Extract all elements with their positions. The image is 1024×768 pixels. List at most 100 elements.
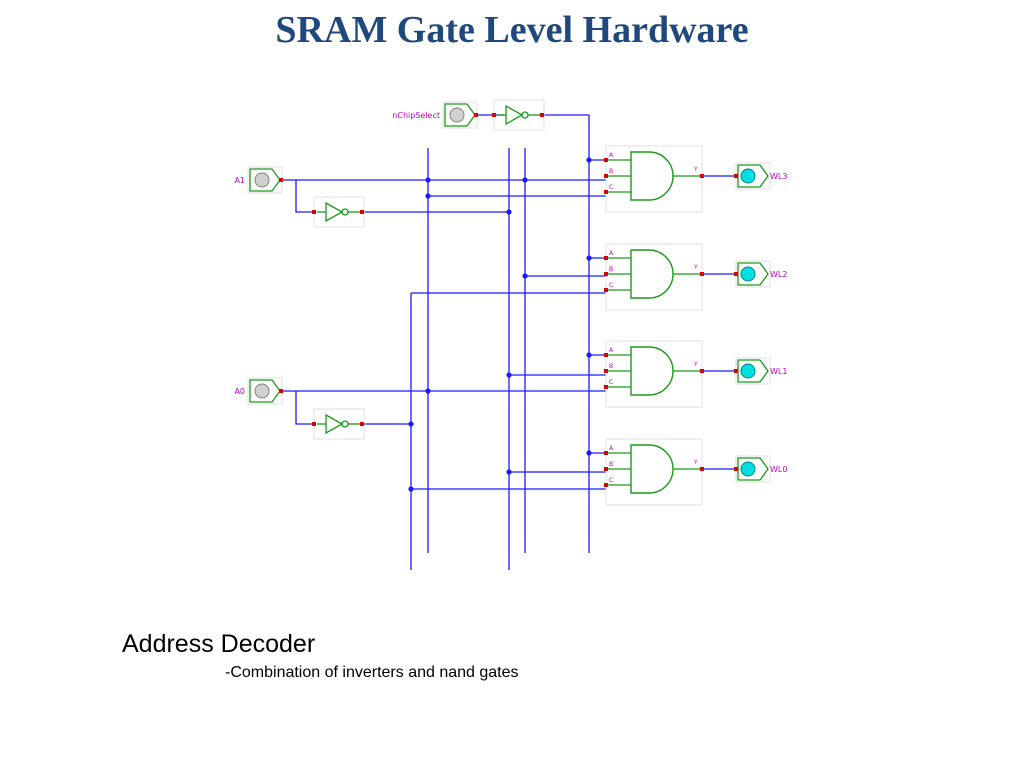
pin-dot: [604, 385, 608, 389]
junction-dot: [506, 372, 512, 378]
gate-wl0-box: [605, 438, 703, 506]
output-wl1-pin-icon: [740, 363, 756, 379]
pin-dot: [604, 288, 608, 292]
pin-dot: [604, 353, 608, 357]
gate-wl2-pin-label: A: [609, 250, 614, 257]
junction-dot: [586, 450, 592, 456]
junction-dot: [586, 255, 592, 261]
pin-dot: [540, 113, 544, 117]
gate-wl2-pin-label: B: [609, 266, 613, 273]
junction-dot: [522, 273, 528, 279]
slide-title: SRAM Gate Level Hardware: [275, 9, 749, 51]
junction-dot: [425, 193, 431, 199]
gate-wl2-output-label: Y: [693, 264, 698, 271]
gate-wl0-output-label: Y: [693, 459, 698, 466]
junction-dot: [408, 421, 414, 427]
gate-wl0-pin-label: A: [609, 445, 614, 452]
pin-dot: [360, 210, 364, 214]
gate-wl2-pin-label: C: [609, 282, 613, 289]
input-a0-pin-icon: [254, 383, 270, 399]
output-wl0-pin-icon: [740, 461, 756, 477]
pin-dot: [604, 467, 608, 471]
input-a1-pin-icon: [254, 172, 270, 188]
pin-dot: [734, 174, 738, 178]
pin-dot: [700, 467, 704, 471]
output-wl3-pin-icon: [740, 168, 756, 184]
pin-dot: [492, 113, 496, 117]
output-wl0-label: WL0: [770, 465, 787, 474]
wire-a0-to-inverter: [295, 391, 314, 425]
junction-dot: [425, 388, 431, 394]
inverter-a1-triangle: [325, 201, 344, 223]
labels: nChipSelectA1A0ABCYWL3ABCYWL2ABCYWL1ABCY…: [234, 111, 787, 484]
gate-wl1-body: [630, 346, 674, 396]
gate-wl1-pin-label: B: [609, 363, 613, 370]
wires: [282, 114, 736, 570]
gate-wl3-body: [630, 151, 674, 201]
input-a1-pin-outline: [249, 168, 281, 192]
junction-dot: [425, 177, 431, 183]
gate-wl3-pin-label: A: [609, 152, 614, 159]
input-a1-label: A1: [234, 176, 245, 185]
output-wl2-label: WL2: [770, 270, 787, 279]
pin-dot: [700, 174, 704, 178]
junction-dot: [586, 157, 592, 163]
pin-dot: [604, 158, 608, 162]
pin-dot: [279, 389, 283, 393]
gate-wl3-box: [605, 145, 703, 213]
pin-dot: [604, 256, 608, 260]
junction-dot: [506, 209, 512, 215]
gate-wl0-pin-label: C: [609, 477, 613, 484]
pin-dot: [700, 272, 704, 276]
caption-subtext: -Combination of inverters and nand gates: [225, 664, 519, 681]
input-a0-label: A0: [234, 387, 245, 396]
wire-chipselect-bus: [542, 114, 590, 553]
pin-dot: [604, 451, 608, 455]
gate-wl1-pin-label: C: [609, 379, 613, 386]
pin-dot: [474, 113, 478, 117]
gate-wl1-pin-label: A: [609, 347, 614, 354]
components: [247, 99, 771, 506]
pin-dot: [312, 210, 316, 214]
pin-dot: [604, 174, 608, 178]
input-a0-pin-outline: [249, 379, 281, 403]
pin-dot: [700, 369, 704, 373]
input-nchipselect-pin-icon: [449, 107, 465, 123]
output-wl2-pin-outline: [737, 262, 769, 286]
gate-wl2-body: [630, 249, 674, 299]
pin-dot: [734, 272, 738, 276]
caption-heading: Address Decoder: [122, 630, 316, 658]
pin-dot: [734, 369, 738, 373]
pin-dot: [360, 422, 364, 426]
gate-wl3-output-label: Y: [693, 166, 698, 173]
junction-dot: [522, 177, 528, 183]
output-wl1-pin-outline: [737, 359, 769, 383]
pin-dot: [279, 178, 283, 182]
output-wl2-pin-icon: [740, 266, 756, 282]
wire-a1-to-inverter: [295, 180, 314, 213]
pin-dot: [312, 422, 316, 426]
gate-wl3-pin-label: B: [609, 168, 613, 175]
gate-wl2-box: [605, 243, 703, 311]
pin-dot: [604, 369, 608, 373]
inverter-a0-triangle: [325, 413, 344, 435]
output-wl0-pin-outline: [737, 457, 769, 481]
junction-dots: [279, 113, 738, 492]
pin-dot: [604, 272, 608, 276]
output-wl3-label: WL3: [770, 172, 787, 181]
gate-wl3-pin-label: C: [609, 184, 613, 191]
gate-wl1-output-label: Y: [693, 361, 698, 368]
junction-dot: [506, 469, 512, 475]
junction-dot: [408, 486, 414, 492]
input-nchipselect-label: nChipSelect: [392, 111, 440, 120]
inverter-chipselect-triangle: [505, 104, 524, 126]
gate-wl1-box: [605, 340, 703, 408]
pin-dot: [604, 190, 608, 194]
pin-dot: [734, 467, 738, 471]
output-wl3-pin-outline: [737, 164, 769, 188]
pin-dot: [604, 483, 608, 487]
gate-wl0-pin-label: B: [609, 461, 613, 468]
junction-dot: [586, 352, 592, 358]
output-wl1-label: WL1: [770, 367, 787, 376]
